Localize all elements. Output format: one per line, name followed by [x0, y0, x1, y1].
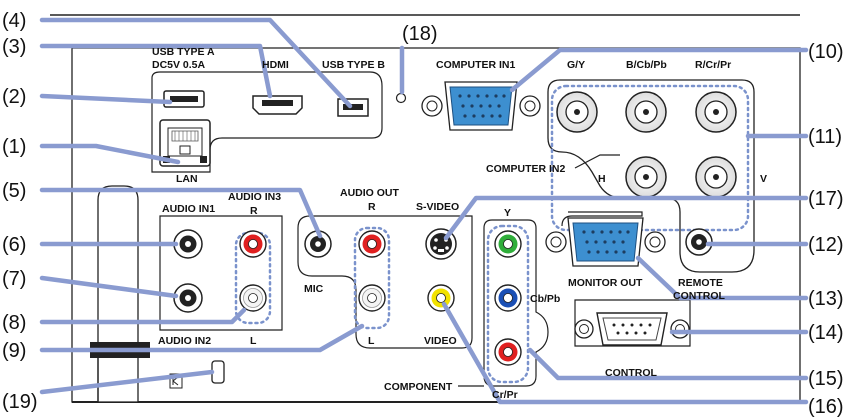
usb-type-b-port[interactable] — [337, 98, 369, 117]
callout-18: (18) — [402, 23, 438, 45]
callout-4: (4) — [2, 10, 26, 32]
label-rcrpr: R/Cr/Pr — [695, 59, 731, 71]
callout-14: (14) — [808, 322, 844, 344]
control-serial-port[interactable] — [574, 299, 691, 347]
callout-19: (19) — [2, 391, 38, 413]
leader-9 — [39, 323, 365, 353]
callout-13: (13) — [808, 288, 844, 310]
leader-17 — [443, 195, 809, 241]
label-control: CONTROL — [605, 367, 657, 379]
label-audio-out-l: L — [368, 335, 375, 347]
label-audio-in2: AUDIO IN2 — [158, 335, 211, 347]
leader-19 — [39, 369, 215, 395]
label-gy: G/Y — [567, 59, 585, 71]
bnc-connector-v[interactable] — [695, 156, 737, 198]
callout-1: (1) — [2, 136, 26, 158]
monitor-out-vga-port[interactable] — [545, 211, 666, 267]
label-cbpb: Cb/Pb — [530, 293, 560, 305]
label-audio-in3-l: L — [250, 335, 257, 347]
audio-out-l-jack[interactable] — [358, 284, 386, 312]
label-audio-out: AUDIO OUT — [340, 187, 400, 199]
label-audio-in3-r: R — [250, 205, 258, 217]
hdmi-port[interactable] — [252, 95, 303, 115]
audio-in3-l-jack[interactable] — [239, 284, 267, 312]
callout-10: (10) — [808, 41, 844, 63]
leader-7 — [39, 275, 179, 299]
component-cbpb-jack[interactable] — [494, 284, 522, 312]
leader-3 — [39, 43, 273, 99]
label-mic: MIC — [304, 283, 324, 295]
callout-9: (9) — [2, 340, 26, 362]
leader-8 — [39, 307, 247, 325]
label-usb-a-line1: USB TYPE A — [152, 46, 215, 58]
label-computer-in2: COMPUTER IN2 — [486, 163, 566, 175]
component-crpr-jack[interactable] — [494, 338, 522, 366]
callout-15: (15) — [808, 368, 844, 390]
audio-out-dash-group — [353, 226, 391, 330]
label-computer-in1: COMPUTER IN1 — [436, 59, 516, 71]
callout-3: (3) — [2, 36, 26, 58]
callout-16: (16) — [808, 396, 844, 418]
label-crpr: Cr/Pr — [492, 389, 518, 401]
label-remote-line2: CONTROL — [673, 290, 725, 302]
callout-numbers: (1) (2) (3) (4) (5) (6) (7) (8) (9) (19)… — [2, 10, 844, 418]
label-video: VIDEO — [424, 335, 457, 347]
indicator-light — [395, 92, 407, 104]
computer-in2-label-line — [574, 154, 620, 169]
label-monitor-out: MONITOR OUT — [568, 277, 643, 289]
mic-jack[interactable] — [304, 230, 332, 258]
label-audio-out-r: R — [368, 201, 376, 213]
leader-10 — [509, 47, 809, 93]
label-usb-a-line2: DC5V 0.5A — [152, 59, 206, 71]
label-h: H — [598, 173, 606, 185]
label-audio-in3: AUDIO IN3 — [228, 191, 281, 203]
port-labels: USB TYPE A DC5V 0.5A HDMI USB TYPE B COM… — [152, 46, 767, 401]
leader-13 — [635, 255, 809, 301]
audio-out-r-jack[interactable] — [358, 230, 386, 258]
bnc-connector-gy[interactable] — [556, 91, 598, 133]
callout-17: (17) — [808, 188, 844, 210]
bnc-connector-rcrpr[interactable] — [695, 91, 737, 133]
label-lan: LAN — [176, 173, 198, 185]
callout-12: (12) — [808, 234, 844, 256]
leader-2 — [39, 93, 173, 105]
remote-control-jack[interactable] — [685, 228, 713, 256]
leader-15 — [527, 347, 809, 381]
label-usb-b: USB TYPE B — [322, 59, 385, 71]
callout-8: (8) — [2, 312, 26, 334]
label-v: V — [760, 173, 767, 185]
callout-6: (6) — [2, 234, 26, 256]
leader-lines — [39, 17, 809, 405]
audio-in3-r-jack[interactable] — [239, 230, 267, 258]
usb-type-a-port[interactable] — [163, 90, 205, 108]
callout-2: (2) — [2, 86, 26, 108]
label-audio-in1: AUDIO IN1 — [162, 203, 215, 215]
leader-5 — [39, 187, 323, 239]
callout-11: (11) — [808, 126, 842, 148]
label-y: Y — [504, 207, 511, 219]
leader-16 — [441, 301, 809, 405]
label-s-video: S-VIDEO — [416, 201, 459, 213]
video-jack[interactable] — [427, 284, 455, 312]
component-dash-group — [486, 224, 530, 384]
bnc-connector-bcbpb[interactable] — [625, 91, 667, 133]
leader-4 — [39, 17, 353, 109]
computer-in1-vga-port[interactable] — [421, 81, 541, 131]
label-bcbpb: B/Cb/Pb — [626, 59, 667, 71]
leader-1 — [39, 143, 181, 165]
callout-7: (7) — [2, 268, 26, 290]
audio-in2-jack[interactable] — [173, 283, 203, 313]
label-remote-line1: REMOTE — [678, 277, 723, 289]
bnc-connector-h[interactable] — [625, 156, 667, 198]
component-y-jack[interactable] — [494, 230, 522, 258]
label-hdmi: HDMI — [262, 59, 289, 71]
label-component: COMPONENT — [384, 381, 453, 393]
callout-5: (5) — [2, 180, 26, 202]
